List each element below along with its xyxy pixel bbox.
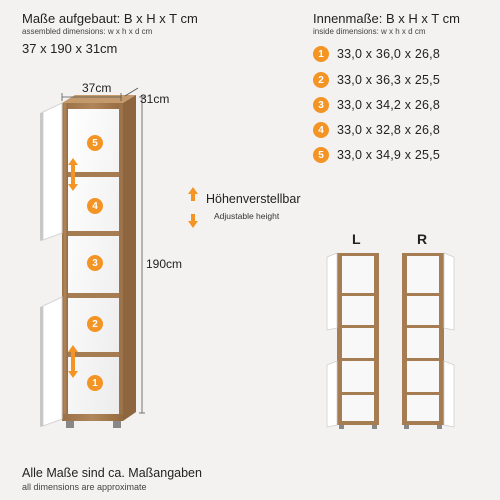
footer-subtitle: all dimensions are approximate (22, 482, 147, 492)
inside-row-4: 4 33,0 x 32,8 x 26,8 (313, 121, 440, 139)
height-label: 190cm (146, 257, 183, 271)
number-badge: 2 (313, 72, 329, 88)
right-variant-cabinet (402, 252, 455, 429)
compartment-badge-5: 5 (87, 135, 103, 151)
inside-row-5: 5 33,0 x 34,9 x 25,5 (313, 146, 440, 164)
width-label: 37cm (82, 81, 112, 95)
inside-title: Innenmaße: B x H x T cm (313, 11, 460, 26)
height-dimension-line (139, 96, 145, 414)
cabinet-left-side (62, 103, 68, 421)
compartment-badge-3: 3 (87, 255, 103, 271)
cabinet-right-side (123, 95, 136, 421)
inside-value: 33,0 x 32,8 x 26,8 (337, 123, 440, 137)
right-variant-label: R (417, 231, 428, 247)
upper-door (40, 102, 63, 241)
inside-row-2: 2 33,0 x 36,3 x 25,5 (313, 71, 440, 89)
inside-value: 33,0 x 34,2 x 26,8 (337, 98, 440, 112)
cabinet-foot (66, 421, 74, 428)
number-badge: 3 (313, 97, 329, 113)
assembled-title: Maße aufgebaut: B x H x T cm (22, 11, 198, 26)
legend-subtitle: Adjustable height (214, 211, 280, 221)
legend-title: Höhenverstellbar (206, 192, 301, 206)
inside-row-1: 1 33,0 x 36,0 x 26,8 (313, 45, 440, 63)
cabinet-foot (113, 421, 121, 428)
width-dimension-line (61, 93, 122, 101)
depth-dimension-line (124, 87, 139, 97)
left-variant-cabinet (326, 252, 379, 429)
number-badge: 5 (313, 147, 329, 163)
lower-door (40, 296, 63, 427)
legend-arrow-icon (188, 187, 198, 228)
assembled-subtitle: assembled dimensions: w x h x d cm (22, 27, 153, 36)
compartment-badge-4: 4 (87, 198, 103, 214)
footer-title: Alle Maße sind ca. Maßangaben (22, 466, 202, 480)
inside-subtitle: inside dimensions: w x h x d cm (313, 27, 426, 36)
cabinet-shelves (62, 172, 123, 421)
assembled-value: 37 x 190 x 31cm (22, 41, 118, 56)
left-variant-label: L (352, 231, 361, 247)
depth-label: 31cm (140, 92, 170, 106)
compartment-badge-1: 1 (87, 375, 103, 391)
inside-row-3: 3 33,0 x 34,2 x 26,8 (313, 96, 440, 114)
compartment-badge-2: 2 (87, 316, 103, 332)
inside-value: 33,0 x 34,9 x 25,5 (337, 148, 440, 162)
up-down-arrow-icon (68, 158, 78, 378)
number-badge: 4 (313, 122, 329, 138)
number-badge: 1 (313, 46, 329, 62)
inside-value: 33,0 x 36,0 x 26,8 (337, 47, 440, 61)
inside-value: 33,0 x 36,3 x 25,5 (337, 73, 440, 87)
